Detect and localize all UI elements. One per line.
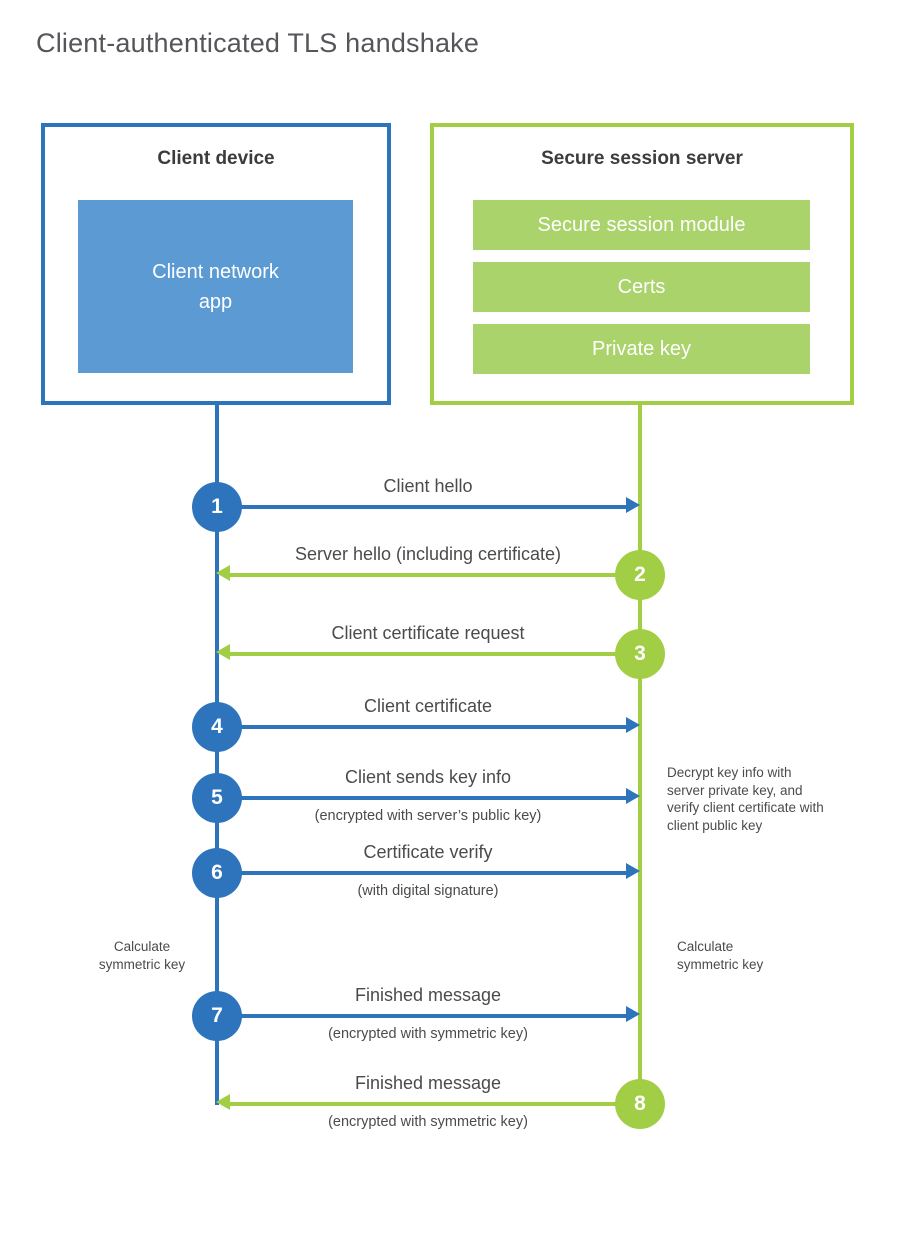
arrow-head-left-icon: [216, 644, 230, 660]
message-label: Finished message: [354, 1073, 502, 1093]
client-device-box: Client device Client network app: [41, 123, 391, 405]
secure-session-server-box: Secure session server Secure session mod…: [430, 123, 854, 405]
server-module-bar: Certs: [473, 262, 810, 312]
server-lifeline: [638, 404, 642, 1105]
calculate-symmetric-key-right: Calculate symmetric key: [677, 939, 764, 972]
step-circle: 6: [192, 848, 242, 898]
step-circle: 8: [615, 1079, 665, 1129]
arrow-shaft: [217, 796, 627, 800]
message-label: Client certificate request: [331, 623, 525, 643]
message-label: Client certificate: [363, 696, 493, 716]
page-title: Client-authenticated TLS handshake: [36, 28, 480, 58]
arrow-shaft: [230, 652, 640, 656]
client-device-heading: Client device: [157, 148, 275, 169]
server-module-bar: Private key: [473, 324, 810, 374]
arrow-shaft: [217, 871, 627, 875]
message-label: Certificate verify: [363, 842, 493, 862]
secure-session-server-heading: Secure session server: [541, 148, 743, 169]
step-circle: 1: [192, 482, 242, 532]
arrow-head-right-icon: [626, 788, 640, 804]
client-network-app-label: Client network app: [152, 260, 279, 313]
arrow-shaft: [230, 573, 640, 577]
step-circle: 2: [615, 550, 665, 600]
calculate-symmetric-key-left: Calculate symmetric key: [98, 939, 186, 972]
message-label: Finished message: [354, 985, 502, 1005]
message-sublabel: (encrypted with symmetric key): [328, 1114, 528, 1130]
arrow-shaft: [217, 1014, 627, 1018]
arrow-head-right-icon: [626, 863, 640, 879]
message-sublabel: (with digital signature): [357, 883, 499, 899]
message-label: Server hello (including certificate): [294, 544, 562, 564]
message-sublabel: (encrypted with server’s public key): [314, 808, 542, 824]
arrow-head-left-icon: [216, 565, 230, 581]
arrow-head-left-icon: [216, 1094, 230, 1110]
client-lifeline: [215, 404, 219, 1105]
arrow-head-right-icon: [626, 717, 640, 733]
message-sublabel: (encrypted with symmetric key): [328, 1026, 528, 1042]
arrow-head-right-icon: [626, 1006, 640, 1022]
step-circle: 7: [192, 991, 242, 1041]
arrow-shaft: [217, 725, 627, 729]
step-circle: 5: [192, 773, 242, 823]
client-network-app-box: Client network app: [78, 200, 353, 373]
arrow-head-right-icon: [626, 497, 640, 513]
arrow-shaft: [230, 1102, 640, 1106]
arrow-shaft: [217, 505, 627, 509]
decrypt-note: Decrypt key info with server private key…: [667, 765, 824, 833]
step-circle: 3: [615, 629, 665, 679]
message-label: Client sends key info: [344, 767, 512, 787]
server-module-bar: Secure session module: [473, 200, 810, 250]
message-label: Client hello: [383, 476, 473, 496]
step-circle: 4: [192, 702, 242, 752]
